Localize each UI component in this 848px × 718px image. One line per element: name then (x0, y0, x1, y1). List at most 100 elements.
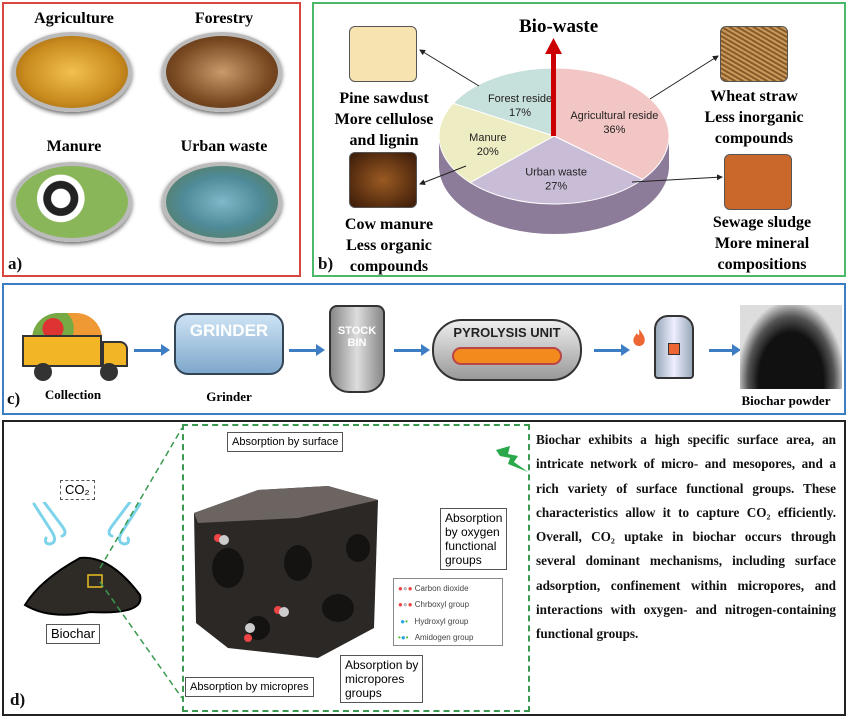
pie-chart: Agricultural reside 36% Urban waste 27% Manu… (438, 38, 670, 234)
title-agriculture: Agriculture (34, 10, 114, 27)
stock-bin-icon: STOCK BIN (329, 305, 385, 393)
pie-label-percent: 36% (603, 124, 625, 136)
panel-d (2, 420, 846, 716)
legend-carboxyl-group: ●●● Chrboxyl group (398, 600, 470, 609)
label-absorption-oxygen: Absorption by oxygen functional groups (440, 508, 508, 570)
arrow-wheat (649, 55, 719, 100)
pie-label-percent: 20% (477, 146, 499, 158)
legend-box (393, 578, 503, 646)
pie-label-percent: 27% (545, 180, 567, 192)
flow-arrow-1 (134, 344, 170, 356)
oxygen-line-4: groups (445, 553, 482, 567)
panel-d-label: d) (10, 690, 26, 709)
red-arrowhead (545, 38, 562, 54)
cow-line-2: Less organic (346, 237, 432, 254)
sewage-caption: Sewage sludge More mineral compositions (682, 212, 842, 275)
cow-caption: Cow manure Less organic compounds (309, 214, 469, 277)
pine-line-2: More cellulose (334, 111, 434, 128)
grinder-text: GRINDER (189, 321, 269, 340)
description-paragraph: Biochar exhibits a high specific surface… (536, 432, 836, 642)
legend-text: Amidogen group (414, 633, 474, 642)
label-absorption-micropores: Absorption by micropores groups (340, 655, 424, 703)
legend-text: Chrboxyl group (414, 600, 470, 609)
oxygen-line-2: by oxygen (445, 525, 500, 539)
arrow-sewage (631, 174, 723, 183)
panel-a: Agriculture Forestry Manure Urban waste … (2, 2, 301, 277)
flame-icon (633, 329, 645, 346)
title-manure: Manure (46, 138, 102, 155)
oxygen-line-1: Absorption (445, 511, 503, 525)
manure-image (12, 162, 132, 242)
cow-line-1: Cow manure (344, 216, 434, 233)
wind-icon (32, 502, 142, 546)
oxygen-line-3: functional (445, 539, 497, 553)
pine-line-1: Pine sawdust (339, 90, 429, 107)
panel-c-label: c) (7, 389, 21, 408)
truck-icon (18, 313, 128, 383)
legend-text: Hydroxyl group (414, 617, 469, 626)
biochar-label: Biochar (46, 624, 101, 644)
step-collection: Collection (44, 387, 102, 402)
sewage-line-3: compositions (717, 256, 807, 273)
title-urban-waste: Urban waste (180, 138, 268, 155)
cow-manure-image (349, 152, 417, 208)
wheat-line-3: compounds (714, 130, 794, 147)
pie-slice-manure (438, 102, 556, 184)
stock-text: STOCK (337, 325, 377, 337)
label-absorption-micropres: Absorption by micropres (185, 677, 314, 697)
pie-label-name: Urban waste (525, 166, 587, 178)
arrow-cow (419, 165, 467, 185)
flow-arrow-4 (594, 344, 630, 356)
panel-a-label: a) (8, 254, 23, 273)
sewage-line-1: Sewage sludge (712, 214, 812, 231)
urban-waste-image (162, 162, 282, 242)
pie-slice-forest-reside (452, 67, 555, 137)
pie-slice-urban-waste (469, 135, 644, 205)
panel-b: Bio-waste Agricultural reside 36% Urban wa… (312, 2, 846, 277)
sewage-line-2: More mineral (714, 235, 810, 252)
legend-text: Carbon dioxide (414, 584, 469, 593)
agriculture-image (12, 32, 132, 112)
cow-line-3: compounds (349, 258, 429, 275)
callout-arrows (419, 49, 723, 185)
flow-arrow-3 (394, 344, 430, 356)
pine-caption: Pine sawdust More cellulose and lignin (304, 88, 464, 151)
step-biochar-powder: Biochar powder (741, 393, 831, 408)
wheat-caption: Wheat straw Less inorganic compounds (674, 86, 834, 149)
pine-line-3: and lignin (349, 132, 419, 149)
grinder-icon: GRINDER (174, 313, 284, 375)
title-forestry: Forestry (194, 10, 254, 27)
zoom-lines (99, 427, 183, 699)
micropores-line-3: groups (345, 686, 382, 700)
legend-amidogen-group: •●• Amidogen group (398, 633, 474, 642)
flow-arrow-2 (289, 344, 325, 356)
biochar-pile (23, 556, 142, 616)
reactor-icon (633, 307, 704, 387)
biochar-powder-image (740, 305, 842, 389)
lightning-icon (496, 446, 528, 472)
legend-hydroxyl-group: ●• Hydroxyl group (398, 617, 469, 626)
pie-label-name: Agricultural reside (570, 110, 658, 122)
micropores-line-1: Absorption by (345, 658, 419, 672)
pie-label-name: Manure (469, 132, 506, 144)
forestry-image (162, 32, 282, 112)
panel-c: Collection GRINDER Grinder STOCK BIN PYR… (2, 283, 846, 415)
bio-waste-title: Bio-waste (519, 16, 599, 37)
pine-sawdust-image (349, 26, 417, 82)
label-absorption-surface: Absorption by surface (227, 432, 344, 452)
wheat-line-2: Less inorganic (704, 109, 804, 126)
pyrolysis-text: PYROLYSIS UNIT (453, 325, 561, 340)
pie-slice-agricultural-reside (553, 67, 670, 180)
flow-arrow-5 (709, 344, 741, 356)
sewage-sludge-image (724, 154, 792, 210)
legend-carbon-dioxide: ●●● Carbon dioxide (398, 584, 469, 593)
wheat-straw-image (720, 26, 788, 82)
pie-label-name: Forest reside (488, 93, 552, 105)
pyrolysis-unit-icon: PYROLYSIS UNIT (432, 319, 582, 381)
panel-b-label: b) (318, 254, 334, 273)
micropores-line-2: micropores (345, 672, 405, 686)
red-arrow (551, 52, 556, 136)
wheat-line-1: Wheat straw (710, 88, 798, 105)
arrow-pine (419, 49, 480, 87)
step-grinder: Grinder (206, 389, 252, 404)
